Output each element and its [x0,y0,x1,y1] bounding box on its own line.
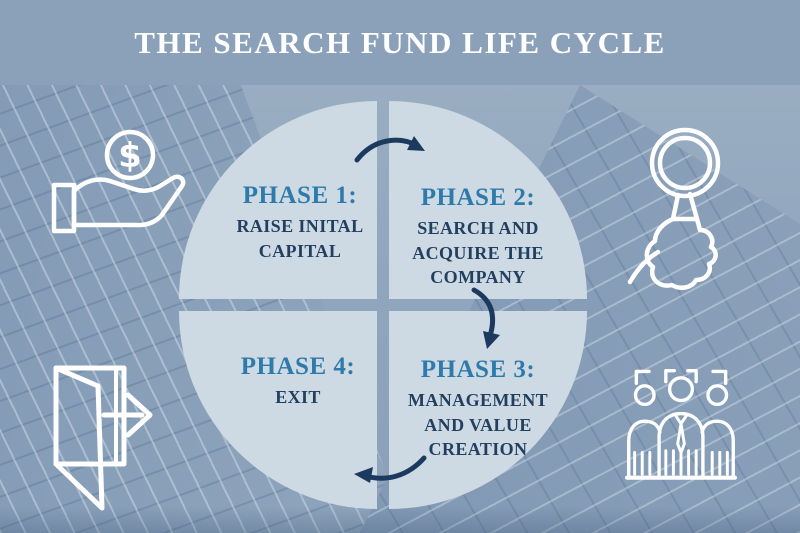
phase-4-heading: PHASE 4: [240,352,356,380]
phase-2-heading: PHASE 2: [420,183,536,211]
phase-3-heading: PHASE 3: [420,355,536,383]
title-banner: THE SEARCH FUND LIFE CYCLE [0,0,800,85]
phase-4-quadrant: PHASE 4: EXIT [179,311,377,509]
phase-3-line: AND VALUE [424,414,532,435]
exit-door-icon [53,365,153,511]
phase-1-line: RAISE INITAL [236,216,364,237]
phase-2-line: SEARCH AND [417,217,539,238]
lifecycle-circle: PHASE 1: RAISE INITAL CAPITAL PHASE 2: S… [179,101,587,509]
phase-3-line: CREATION [428,439,528,460]
phase-2-line: COMPANY [430,267,526,288]
management-team-icon [624,368,738,480]
magnifying-glass-hand-icon [627,127,721,290]
phase-1-quadrant: PHASE 1: RAISE INITAL CAPITAL [179,101,377,299]
phase-2-line: ACQUIRE THE [412,242,544,263]
page-title: THE SEARCH FUND LIFE CYCLE [134,24,666,60]
phase-3-line: MANAGEMENT [408,389,548,410]
curved-arrow-phase2-to-phase3-icon [471,287,500,349]
curved-arrow-phase3-to-phase4-icon [354,455,427,483]
hand-coin-icon: $ [51,129,186,234]
phase-1-heading: PHASE 1: [242,182,358,210]
phase-4-line: EXIT [275,386,321,407]
curved-arrow-phase1-to-phase2-icon [354,136,425,163]
phase-1-line: CAPITAL [258,241,342,261]
dollar-sign: $ [118,136,142,176]
